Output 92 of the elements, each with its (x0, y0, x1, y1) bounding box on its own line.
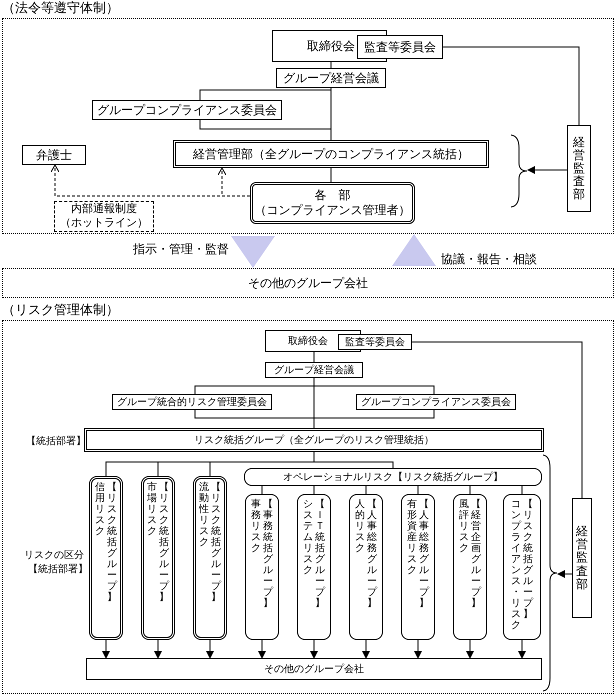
vertical-risk-box (349, 494, 383, 640)
vertical-risk-box (141, 476, 175, 640)
connector-line (412, 342, 582, 498)
box-text: 監査等委員会 (345, 336, 405, 350)
vertical-text: 風評リスク (459, 499, 469, 554)
edge-label: 協議・報告・相談 (440, 250, 538, 268)
org-box (356, 394, 516, 410)
box-text: 経営管理部（全グループのコンプライアンス統括） (193, 146, 469, 163)
section-title: （リスク管理体制） (2, 303, 119, 316)
org-box (338, 334, 412, 350)
vertical-text: 【事務統括グループ】 (263, 499, 273, 609)
arrow (154, 640, 162, 659)
vertical-org-box (567, 125, 591, 212)
vertical-text: 【リスク統括グループ】 (107, 482, 117, 603)
vertical-text: 市場リスク (147, 482, 157, 537)
vertical-text: 人的リスク (355, 499, 365, 554)
vertical-risk-box (297, 494, 331, 640)
vertical-text: コンプライアンス・リスク (511, 499, 521, 631)
org-box (276, 68, 386, 88)
org-box (84, 428, 544, 452)
arrow (414, 640, 422, 659)
box-text: グループコンプライアンス委員会 (97, 102, 277, 119)
vertical-risk-box (193, 476, 227, 640)
curly-brace (510, 134, 528, 208)
vertical-text: 経営監査部 (573, 134, 585, 202)
org-box (173, 140, 489, 168)
connector-line (330, 62, 332, 68)
section-title: （法令等遵守体制） (2, 1, 119, 14)
vertical-text: 【人事総務グループ】 (367, 499, 377, 609)
vertical-text: 【人事総務グループ】 (419, 499, 429, 609)
box-text: 取締役会 (288, 334, 328, 348)
vertical-text: 【リスク統括グループ】 (159, 482, 169, 603)
note-text: 【統括部署】 (28, 562, 88, 577)
box-text: 取締役会 (307, 38, 355, 55)
org-box (112, 394, 272, 410)
box-text: オペレーショナルリスク【リスク統括グループ】 (283, 470, 503, 484)
org-box (250, 182, 415, 224)
org-box (22, 145, 86, 165)
vertical-risk-box (503, 494, 541, 640)
box-text: 各 部 (314, 188, 350, 203)
vertical-text: 【経営企画グループ】 (471, 499, 481, 609)
vertical-text: 【ＩＴ統括グループ】 (315, 499, 325, 609)
vertical-text: 【リスク統括グループ】 (211, 482, 221, 603)
box-text: 内部通報制度（ホットライン） (59, 202, 149, 230)
arrow (466, 640, 474, 659)
box-text: 監査等委員会 (364, 39, 436, 56)
vertical-risk-box (89, 476, 123, 640)
connector-line (200, 88, 332, 130)
vertical-risk-box (453, 494, 487, 640)
box-text: グループ統合的リスク管理委員会 (117, 396, 267, 410)
arrow (362, 640, 370, 659)
company-box (86, 658, 542, 680)
edge-label: 指示・管理・監督 (132, 240, 230, 258)
arrow (258, 640, 266, 659)
company-box (2, 268, 614, 298)
org-box (92, 100, 282, 120)
rounded-box (244, 468, 542, 486)
vertical-text: 流動性リスク (199, 482, 209, 548)
arrow (557, 570, 572, 578)
org-box (265, 362, 363, 378)
vertical-text: 有形資産リスク (407, 499, 417, 576)
vertical-org-box (572, 498, 592, 618)
box-text: リスク統括グループ（全グループのリスク管理統括） (194, 434, 434, 448)
curly-brace (542, 454, 558, 692)
box-text: その他のグループ会社 (264, 662, 364, 676)
vertical-text: 信用リスク (95, 482, 105, 537)
arrow (102, 640, 110, 659)
box-text: （コンプライアンス管理者） (254, 203, 410, 218)
chevron-arrow (231, 236, 275, 268)
box-text: その他のグループ会社 (248, 275, 368, 292)
vertical-risk-box (401, 494, 435, 640)
vertical-risk-box (245, 494, 279, 640)
vertical-text: 【リスク統括グループ】 (523, 499, 533, 620)
box-text: 弁護士 (36, 147, 72, 164)
dashed-box (54, 201, 154, 232)
box-text: グループコンプライアンス委員会 (361, 396, 511, 410)
note-text: リスクの区分 (24, 549, 84, 563)
arrow (206, 640, 214, 659)
dashed-arrow (218, 168, 250, 196)
side-label: 【統括部署】 (26, 434, 86, 449)
box-text: グループ経営会議 (283, 70, 379, 87)
arrow (310, 640, 318, 659)
org-box (357, 35, 443, 59)
vertical-text: システムリスク (303, 499, 313, 576)
arrow (518, 640, 526, 659)
connector-line (442, 46, 580, 126)
box-text: グループ経営会議 (274, 364, 354, 378)
vertical-text: 経営監査部 (576, 524, 588, 591)
vertical-text: 事務リスク (251, 499, 261, 554)
connector-line (330, 168, 332, 182)
chevron-arrow (392, 234, 436, 266)
arrow (527, 166, 568, 174)
